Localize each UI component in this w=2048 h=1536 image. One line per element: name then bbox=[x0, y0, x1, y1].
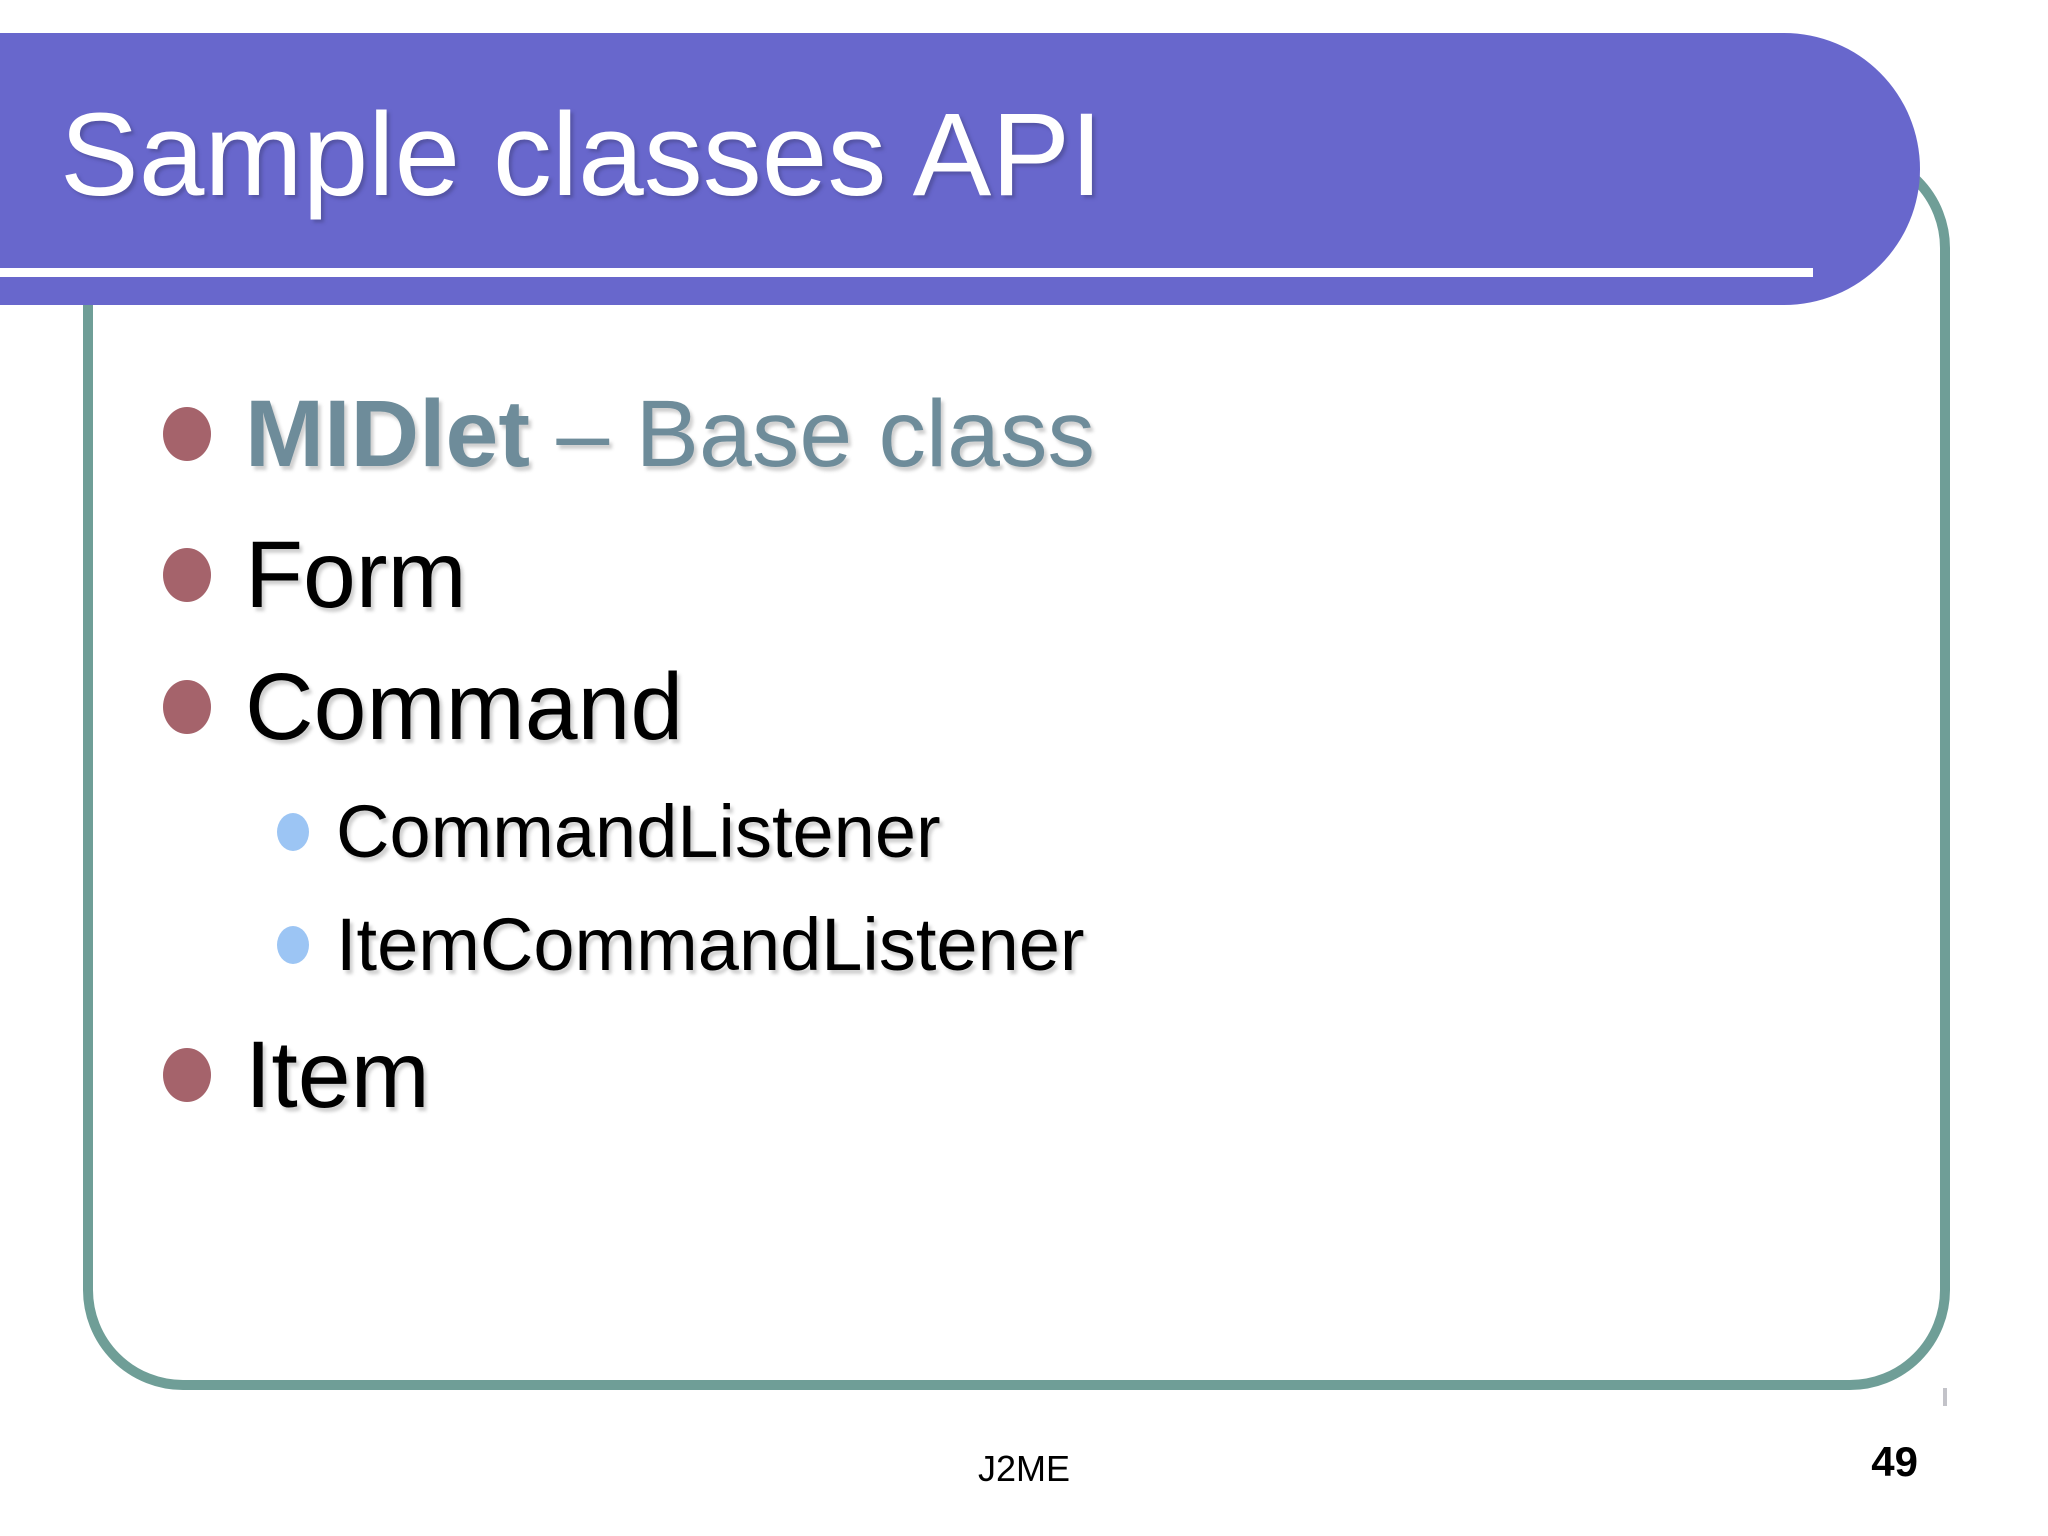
title-banner: Sample classes API bbox=[0, 33, 1920, 305]
slide-title: Sample classes API bbox=[60, 89, 1103, 221]
bullet-marker-icon bbox=[163, 548, 211, 602]
list-item-text-rest: – Base class bbox=[530, 380, 1095, 487]
list-item-text: CommandListener bbox=[336, 790, 941, 874]
bullet-marker-icon bbox=[163, 1048, 211, 1102]
list-item-command: Command bbox=[163, 651, 683, 763]
stray-mark bbox=[1943, 1388, 1947, 1406]
list-item-text: Command bbox=[245, 653, 684, 760]
list-item-text: Item bbox=[245, 1021, 430, 1128]
banner-underline bbox=[0, 268, 1813, 277]
list-item-item: Item bbox=[163, 1019, 430, 1131]
bullet-marker-icon bbox=[163, 407, 211, 461]
list-item-midlet: MIDlet – Base class bbox=[163, 378, 1095, 490]
list-item-text: ItemCommandListener bbox=[336, 903, 1085, 987]
page-number: 49 bbox=[1871, 1438, 1918, 1485]
sub-bullet-marker-icon bbox=[277, 926, 309, 964]
footer-label: J2ME bbox=[977, 1448, 1071, 1489]
list-subitem-commandlistener: CommandListener bbox=[277, 790, 941, 874]
list-subitem-itemcommandlistener: ItemCommandListener bbox=[277, 903, 1085, 987]
list-item-text: Form bbox=[245, 521, 467, 628]
list-item-text: MIDlet – Base class bbox=[245, 382, 1095, 487]
sub-bullet-marker-icon bbox=[277, 813, 309, 851]
bullet-marker-icon bbox=[163, 680, 211, 734]
list-item-text-bold: MIDlet bbox=[245, 380, 530, 487]
list-item-form: Form bbox=[163, 519, 467, 631]
